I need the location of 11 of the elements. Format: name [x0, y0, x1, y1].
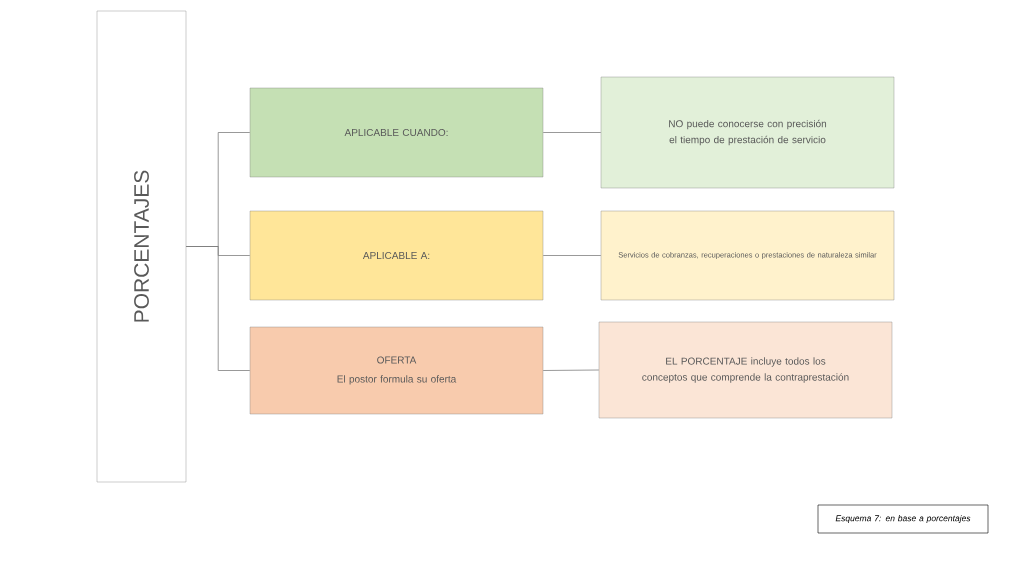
- connector-line: [185, 246, 251, 371]
- connector-line: [542, 369, 600, 371]
- category-box: OFERTA El postor formula su oferta: [249, 326, 544, 415]
- title-box: PORCENTAJES: [96, 10, 187, 483]
- description-box: EL PORCENTAJE incluye todos los conceptos que comprende la contraprestación: [598, 321, 893, 419]
- connector-line: [542, 132, 602, 133]
- description-box: NO puede conocerse con precisión el tiempo de prestación de servicio: [600, 76, 895, 189]
- category-box: APLICABLE CUANDO:: [249, 87, 544, 178]
- caption-box: Esquema 7: en base a porcentajes: [817, 504, 989, 534]
- category-box: APLICABLE A:: [249, 210, 544, 301]
- connector-line: [542, 255, 602, 256]
